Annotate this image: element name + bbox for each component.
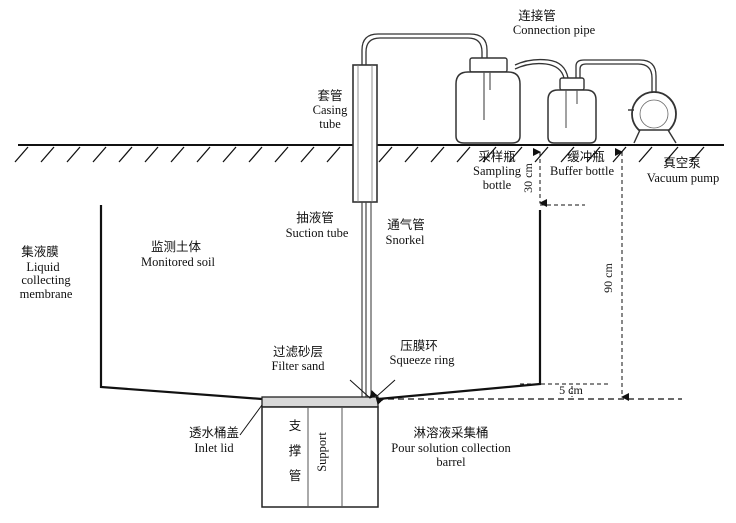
filter-sand-layer: [261, 396, 379, 408]
label-connection-pipe-zh: 连接管: [518, 8, 556, 23]
label-casing-tube-en2: tube: [319, 117, 341, 131]
ground-hatch-mark: [664, 146, 679, 163]
ground-hatch-mark: [118, 146, 133, 163]
ground-hatch-mark: [40, 146, 55, 163]
label-sampling-bottle-zh: 采样瓶: [478, 149, 516, 164]
label-squeeze-ring-zh: 压膜环: [400, 339, 438, 353]
dimension-guides: [378, 148, 682, 401]
label-membrane-en1: Liquid: [26, 260, 60, 274]
label-support-en: Support: [315, 432, 329, 472]
label-support-zh2: 撑: [289, 443, 302, 458]
label-monitored-soil-en: Monitored soil: [141, 255, 215, 269]
ground-hatch-mark: [508, 146, 523, 163]
ground-hatch-mark: [222, 146, 237, 163]
dimension-90cm: 90 cm: [601, 263, 615, 293]
label-membrane-zh: 集液膜: [21, 244, 59, 259]
label-suction-tube-en: Suction tube: [286, 226, 349, 240]
label-vacuum-pump-zh: 真空泵: [663, 156, 701, 170]
dimension-5cm: 5 cm: [559, 383, 583, 397]
label-membrane-en2: collecting: [21, 273, 71, 287]
label-casing-tube-en1: Casing: [313, 103, 348, 117]
label-barrel-en2: barrel: [436, 455, 466, 469]
label-barrel-zh: 淋溶液采集桶: [413, 425, 488, 440]
ground-hatch-mark: [196, 146, 211, 163]
label-sampling-bottle-en1: Sampling: [473, 164, 522, 178]
ground-hatch-mark: [14, 146, 29, 163]
ground-hatch-mark: [274, 146, 289, 163]
label-sampling-bottle-en2: bottle: [483, 178, 512, 192]
connection-pipe: [361, 33, 657, 92]
label-support-zh3: 管: [289, 468, 302, 483]
label-buffer-bottle-zh: 缓冲瓶: [567, 149, 605, 164]
text-labels: 连接管 Connection pipe 套管 Casing tube 采样瓶 S…: [20, 8, 720, 483]
label-inlet-lid-zh: 透水桶盖: [189, 425, 239, 440]
ground-hatch-mark: [430, 146, 445, 163]
ground-hatch-mark: [534, 146, 549, 163]
ground-hatch-mark: [300, 146, 315, 163]
label-snorkel-en: Snorkel: [386, 233, 425, 247]
label-suction-tube-zh: 抽液管: [296, 210, 334, 225]
ground-hatch-mark: [404, 146, 419, 163]
label-membrane-en3: membrane: [20, 287, 73, 301]
label-filter-sand-en: Filter sand: [271, 359, 325, 373]
ground-hatch-mark: [482, 146, 497, 163]
label-snorkel-zh: 通气管: [387, 217, 425, 232]
leader-lines: [239, 379, 396, 436]
label-filter-sand-zh: 过滤砂层: [273, 345, 323, 359]
collection-barrel: [261, 406, 379, 508]
label-connection-pipe-en: Connection pipe: [513, 23, 596, 37]
dimension-30cm: 30 cm: [521, 163, 535, 193]
ground-hatch-mark: [326, 146, 341, 163]
label-support-zh1: 支: [289, 419, 302, 433]
ground-hatch-mark: [612, 146, 627, 163]
ground-hatch-mark: [456, 146, 471, 163]
label-casing-tube-zh: 套管: [317, 88, 342, 103]
sampling-bottle: [455, 57, 521, 144]
ground-hatch-mark: [248, 146, 263, 163]
label-inlet-lid-en: Inlet lid: [194, 441, 234, 455]
ground-hatch-mark: [378, 146, 393, 163]
label-monitored-soil-zh: 监测土体: [151, 240, 202, 254]
ground-hatch-mark: [638, 146, 653, 163]
label-vacuum-pump-en: Vacuum pump: [647, 171, 720, 185]
ground-hatch-mark: [66, 146, 81, 163]
vacuum-pump: [628, 91, 677, 144]
ground-hatch-mark: [144, 146, 159, 163]
label-barrel-en1: Pour solution collection: [391, 441, 511, 455]
label-squeeze-ring-en: Squeeze ring: [390, 353, 456, 367]
ground-hatch-mark: [92, 146, 107, 163]
ground-hatch-mark: [560, 146, 575, 163]
ground-hatch-mark: [690, 146, 705, 163]
ground-hatch-mark: [170, 146, 185, 163]
ground-hatch-mark: [586, 146, 601, 163]
buffer-bottle: [547, 77, 597, 144]
liquid-collecting-membrane: [99, 205, 542, 401]
casing-tube: [352, 64, 378, 203]
label-buffer-bottle-en: Buffer bottle: [550, 164, 614, 178]
